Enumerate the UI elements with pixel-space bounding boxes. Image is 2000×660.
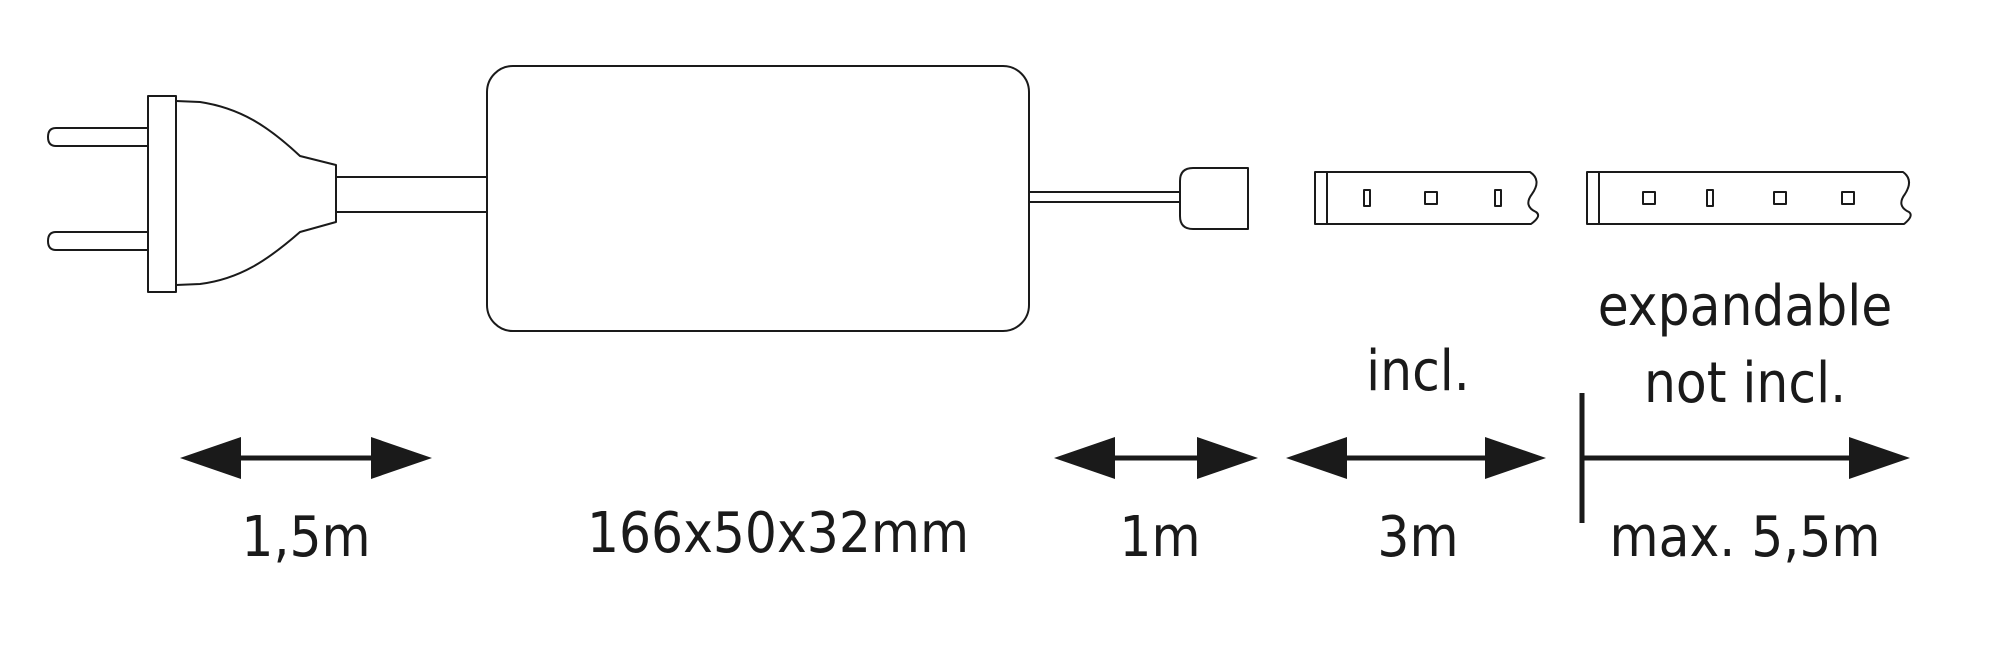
power-supply-box — [486, 65, 1030, 332]
connector-cable — [1028, 191, 1181, 203]
arrowhead-left — [180, 437, 241, 479]
led-strip-expansion — [1586, 171, 1912, 225]
strip-led — [1706, 189, 1714, 207]
not-included-label: not incl. — [1644, 351, 1846, 416]
plug-cable-length-label: 1,5m — [241, 505, 370, 570]
plug-pin-bottom — [47, 231, 149, 251]
arrowhead-left — [1286, 437, 1347, 479]
strip-led — [1494, 189, 1502, 207]
mains-cable — [335, 176, 488, 213]
arrowhead-left — [1054, 437, 1115, 479]
connector-cable-length-label: 1m — [1119, 505, 1200, 570]
strip-led — [1841, 191, 1855, 205]
expandable-label: expandable — [1598, 274, 1893, 339]
strip-led — [1363, 189, 1371, 207]
arrow-plug-cable — [180, 437, 432, 479]
strip-led — [1773, 191, 1787, 205]
led-strip-included — [1314, 171, 1540, 225]
arrowhead-right — [1849, 437, 1910, 479]
arrow-expansion-length — [1579, 393, 1910, 523]
plug-face-plate — [147, 95, 177, 293]
strip-length-label: 3m — [1377, 505, 1458, 570]
strip-led — [1424, 191, 1438, 205]
plug-body — [175, 100, 337, 286]
strip-connector — [1179, 167, 1249, 230]
expansion-max-length-label: max. 5,5m — [1610, 505, 1881, 570]
arrow-strip-length — [1286, 437, 1546, 479]
arrowhead-right — [371, 437, 432, 479]
strip-led — [1642, 191, 1656, 205]
strip-outline — [1314, 171, 1540, 225]
strip-outline — [1586, 171, 1912, 225]
driver-dimensions-label: 166x50x32mm — [587, 501, 969, 566]
arrow-connector-cable — [1054, 437, 1258, 479]
mains-plug — [47, 95, 337, 293]
arrowhead-right — [1197, 437, 1258, 479]
arrowhead-right — [1485, 437, 1546, 479]
strip-included-label: incl. — [1366, 339, 1470, 404]
plug-pin-top — [47, 127, 149, 147]
